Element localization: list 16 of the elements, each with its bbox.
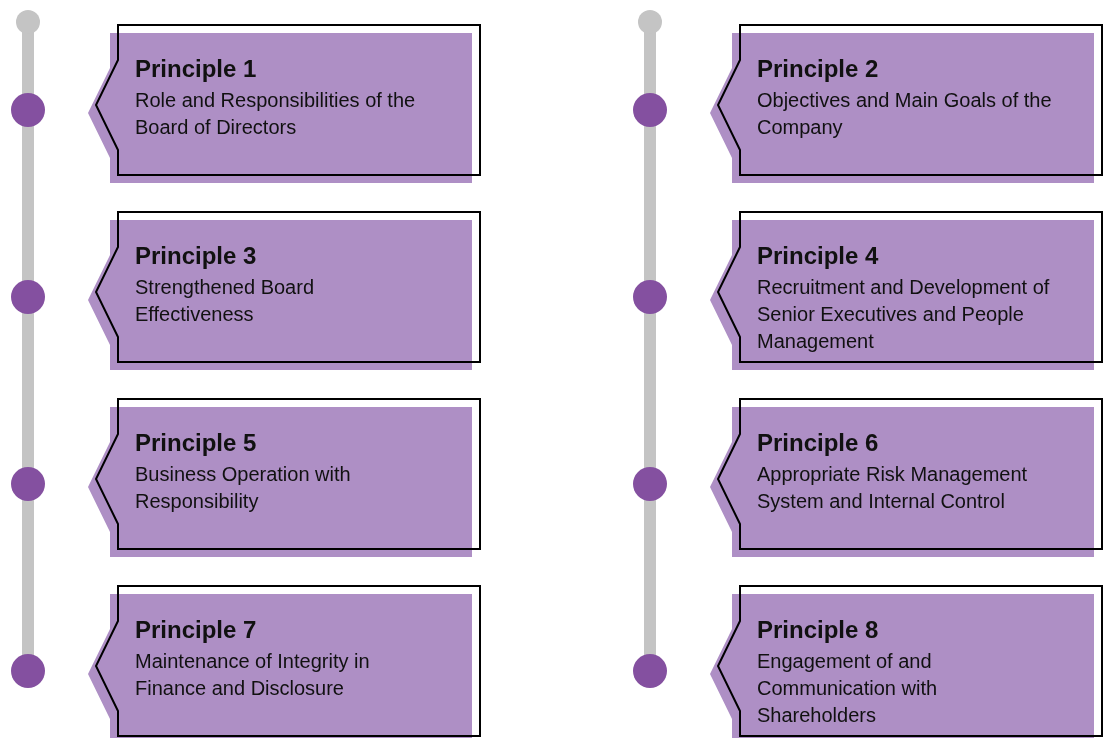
principle-heading: Principle 4 xyxy=(757,242,879,270)
principle-heading: Principle 1 xyxy=(135,55,257,83)
principle-heading: Principle 5 xyxy=(135,429,257,457)
principle-heading: Principle 8 xyxy=(757,616,879,644)
principle-heading: Principle 6 xyxy=(757,429,879,457)
principle-description: Role and Responsibilities of the Board of Directors xyxy=(135,88,417,140)
principle-heading: Principle 3 xyxy=(135,242,257,270)
principle-description: Engagement of and Communication with Shareholders xyxy=(757,649,939,728)
principle-description: Strengthened Board Effectiveness xyxy=(135,275,316,327)
principle-description: Objectives and Main Goals of the Company xyxy=(757,88,1053,140)
principle-description: Recruitment and Development of Senior Executives and People Management xyxy=(757,275,1051,354)
principle-description: Appropriate Risk Management System and Internal Control xyxy=(757,462,1029,514)
principle-description: Business Operation with Responsibility xyxy=(135,462,352,514)
principle-heading: Principle 2 xyxy=(757,55,879,83)
principle-description: Maintenance of Integrity in Finance and Disclosure xyxy=(135,649,371,701)
principle-heading: Principle 7 xyxy=(135,616,257,644)
